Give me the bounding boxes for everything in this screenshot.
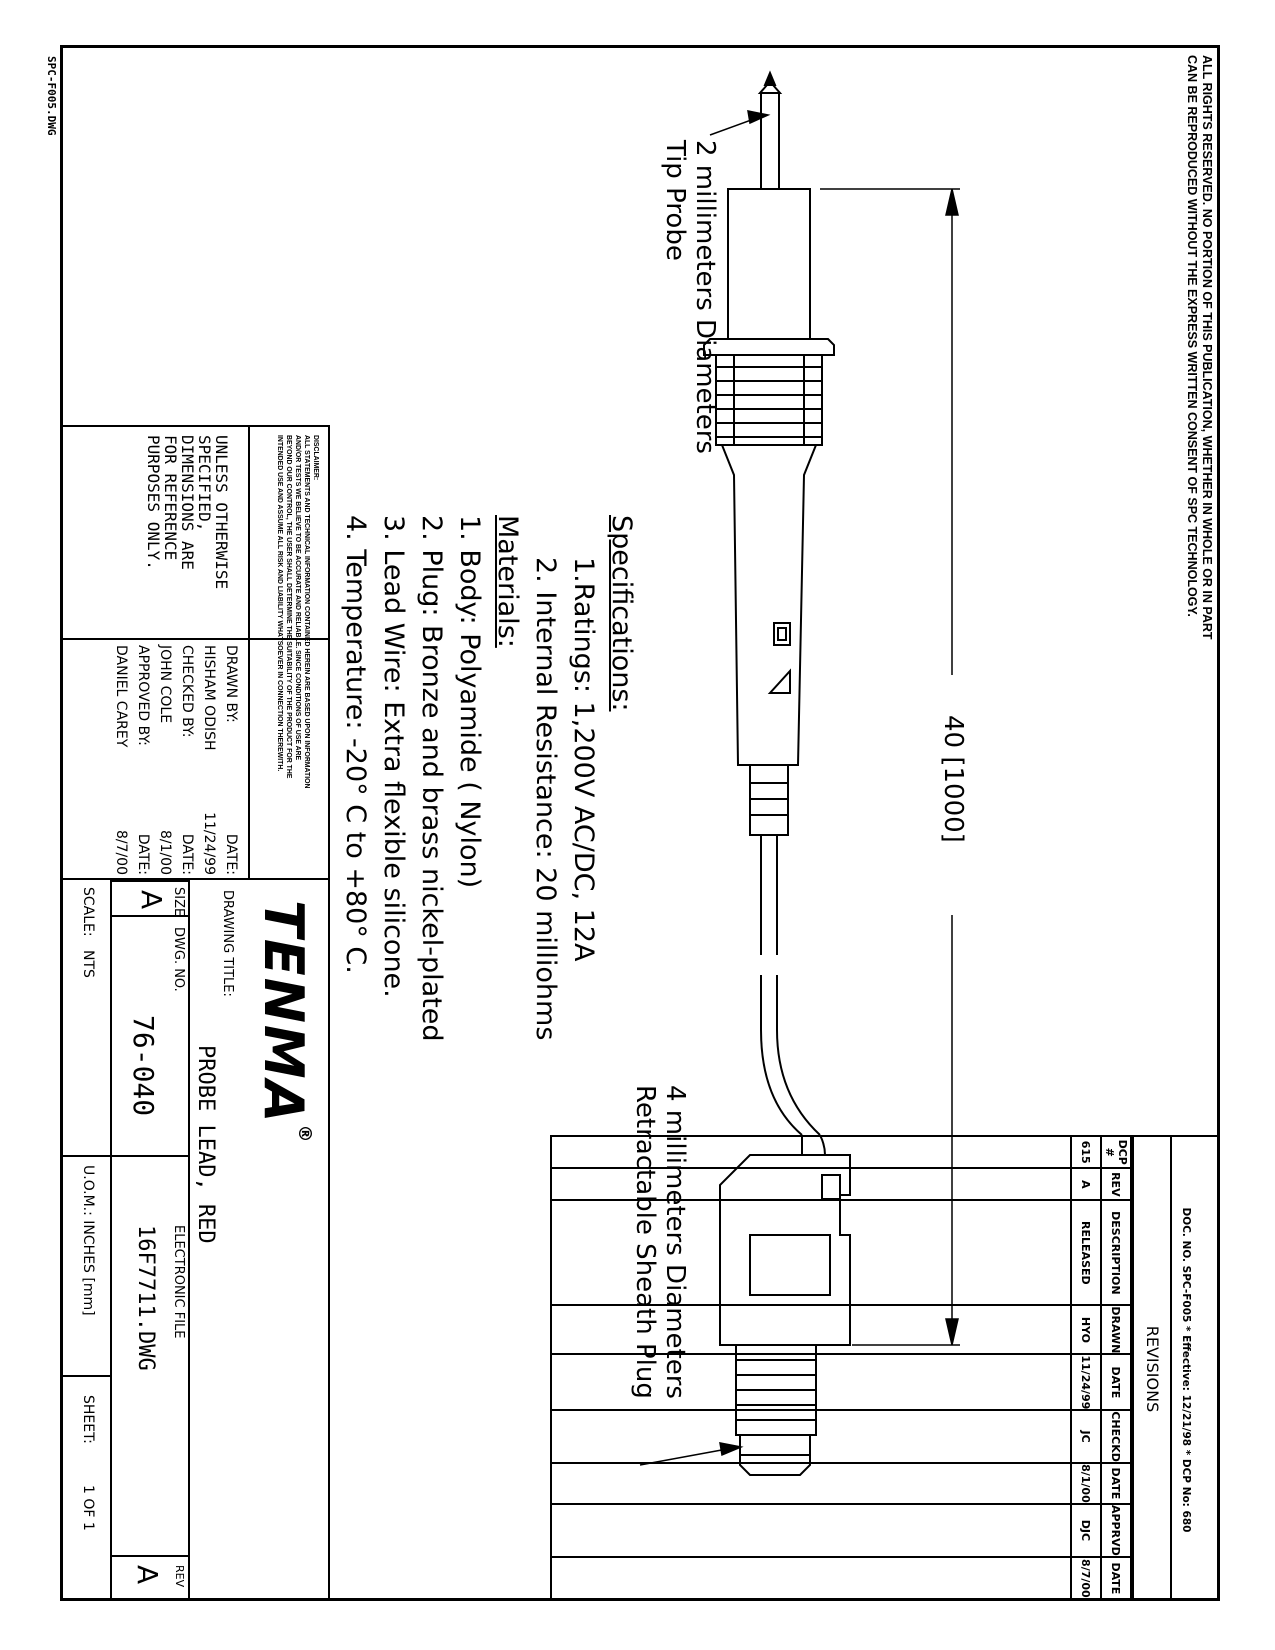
sheet-value: 1 OF 1 bbox=[80, 1485, 96, 1531]
dwg-no-value: 76-040 bbox=[127, 1015, 160, 1117]
double-insulation-icon bbox=[773, 622, 791, 646]
revisions-empty-row bbox=[551, 1136, 1071, 1600]
rev-header-apprvd: APPRVD bbox=[1101, 1503, 1131, 1557]
signoff-rows: DRAWN BY: DATE: HISHAM ODISH 11/24/99 CHEC… bbox=[110, 645, 242, 875]
tip-probe-label-line-2: Tip Probe bbox=[660, 140, 690, 261]
probe-tip-point bbox=[763, 70, 777, 86]
note-line: DIMENSIONS ARE bbox=[178, 435, 197, 570]
material-item: 2. Plug: Bronze and brass nickel-plated bbox=[416, 515, 447, 1042]
logo-text: TENMA bbox=[252, 900, 315, 1125]
disclaimer-line: INTENDED USE AND ASSUME ALL RISK AND LIA… bbox=[276, 435, 283, 772]
probe-handle-front bbox=[727, 188, 811, 340]
approved-by-value: DANIEL CAREY bbox=[113, 645, 129, 748]
rev-header-date: DATE bbox=[1101, 1556, 1131, 1600]
disclaimer-text: DISCLAIMER: ALL STATEMENTS AND TECHNICAL… bbox=[275, 435, 320, 788]
rev-value: A bbox=[131, 1565, 164, 1585]
rev-cell: 8/7/00 bbox=[1071, 1556, 1101, 1600]
scale-value: NTS bbox=[80, 950, 96, 978]
sheet-label: SHEET: bbox=[80, 1395, 96, 1444]
drawn-date-value: 11/24/99 bbox=[201, 812, 217, 875]
probe-tip-cone bbox=[757, 84, 783, 94]
note-line: FOR REFERENCE bbox=[161, 435, 180, 561]
material-item: 3. Lead Wire: Extra flexible silicone. bbox=[378, 515, 409, 998]
checked-date-value: 8/1/00 bbox=[157, 829, 173, 875]
rev-cell: A bbox=[1071, 1168, 1101, 1201]
rev-cell: DJC bbox=[1071, 1503, 1101, 1557]
checked-by-value: JOHN COLE bbox=[157, 645, 173, 724]
size-label: SIZE bbox=[171, 887, 186, 917]
note-line: PURPOSES ONLY. bbox=[144, 435, 163, 570]
spec-ratings: 1.Ratings: 1,200V AC/DC, 12A bbox=[568, 557, 599, 962]
rev-header-rev: REV bbox=[1101, 1168, 1131, 1201]
drawing-title-label: DRAWING TITLE: bbox=[220, 890, 235, 997]
rev-cell: RELEASED bbox=[1071, 1200, 1101, 1306]
general-notes: UNLESS OTHERWISE SPECIFIED, DIMENSIONS A… bbox=[144, 435, 231, 590]
rev-cell: 8/1/00 bbox=[1071, 1462, 1101, 1504]
drawn-by-label: DRAWN BY: bbox=[223, 645, 239, 723]
size-value: A bbox=[135, 890, 168, 910]
rev-header-description: DESCRIPTION bbox=[1101, 1200, 1131, 1306]
rev-cell: 11/24/99 bbox=[1071, 1354, 1101, 1411]
note-line: SPECIFIED, bbox=[195, 435, 214, 532]
checked-date-label: DATE: bbox=[179, 833, 195, 875]
material-item: 4. Temperature: -20° C to +80° C. bbox=[340, 515, 371, 974]
probe-grip-ribs bbox=[716, 355, 822, 445]
uom-value: U.O.M.: INCHES [mm] bbox=[80, 1165, 96, 1316]
revisions-block: DOC. NO. SPC-F005 * Effective: 12/21/98 … bbox=[550, 1135, 1220, 1601]
checked-by-label: CHECKED BY: bbox=[179, 645, 195, 738]
rev-cell: JC bbox=[1071, 1410, 1101, 1463]
logo-registered-mark: ® bbox=[294, 1124, 315, 1145]
spec-resistance: 2. Internal Resistance: 20 milliohms bbox=[530, 557, 561, 1041]
drawn-date-label: DATE: bbox=[223, 833, 239, 875]
scale-label: SCALE: bbox=[80, 887, 96, 937]
rev-cell: HYO bbox=[1071, 1305, 1101, 1355]
rev-header-date: DATE bbox=[1101, 1462, 1131, 1504]
disclaimer-title: DISCLAIMER: bbox=[312, 435, 319, 481]
disclaimer-line: ALL STATEMENTS AND TECHNICAL INFORMATION… bbox=[303, 435, 310, 789]
probe-lead-drawing bbox=[703, 70, 960, 1135]
tip-probe-label: 2 millimeters Diameters Tip Probe bbox=[660, 140, 720, 454]
length-dimension-label: 40 [1000] bbox=[938, 715, 968, 843]
approved-date-value: 8/7/00 bbox=[113, 829, 129, 875]
dimension-arrow-left bbox=[945, 188, 959, 216]
hazard-warning-icon bbox=[767, 668, 791, 694]
approved-by-label: APPROVED BY: bbox=[135, 645, 151, 746]
rev-header-dcp: DCP # bbox=[1101, 1136, 1131, 1169]
rev-cell: 615 bbox=[1071, 1136, 1101, 1169]
file-reference: SPC-F005.DWG bbox=[45, 56, 58, 136]
probe-body bbox=[720, 444, 818, 766]
rotated-drawing: ALL RIGHTS RESERVED. NO PORTION OF THIS … bbox=[56, 45, 1220, 1605]
electronic-file-value: 16F7711.DWG bbox=[133, 1225, 158, 1371]
probe-finger-guard bbox=[703, 338, 835, 356]
doc-header: DOC. NO. SPC-F005 * Effective: 12/21/98 … bbox=[1180, 1207, 1192, 1533]
disclaimer-line: AND/OR TESTS WE BELIEVE TO BE ACCURATE A… bbox=[294, 435, 301, 761]
revisions-row: 615 A RELEASED HYO 11/24/99 JC 8/1/00 DJ… bbox=[1071, 1136, 1101, 1600]
tenma-logo: TENMA® bbox=[252, 900, 315, 1144]
note-line: UNLESS OTHERWISE bbox=[212, 435, 231, 590]
disclaimer-line: BEYOND OUR CONTROL, THE USER SHALL DETER… bbox=[285, 435, 292, 779]
rev-header-drawn: DRAWN bbox=[1101, 1305, 1131, 1355]
revisions-title: REVISIONS bbox=[1132, 1135, 1170, 1601]
probe-tip-shaft bbox=[760, 92, 780, 190]
electronic-file-label: ELECTRONIC FILE bbox=[171, 1225, 186, 1339]
drawing-title: PROBE LEAD, RED bbox=[193, 1045, 218, 1244]
approved-date-label: DATE: bbox=[135, 833, 151, 875]
specifications-block: Specifications: 1.Ratings: 1,200V AC/DC,… bbox=[336, 515, 640, 1041]
drawn-by-value: HISHAM ODISH bbox=[201, 645, 217, 751]
rev-header-checkd: CHECKD bbox=[1101, 1410, 1131, 1463]
probe-grip bbox=[715, 354, 823, 446]
material-item: 1. Body: Polyamide ( Nylon) bbox=[454, 515, 485, 889]
tip-probe-label-line-1: 2 millimeters Diameters bbox=[690, 140, 720, 454]
revisions-table: DCP # REV DESCRIPTION DRAWN DATE CHECKD … bbox=[550, 1135, 1132, 1601]
rev-label: REV bbox=[173, 1565, 186, 1588]
revisions-header-row: DCP # REV DESCRIPTION DRAWN DATE CHECKD … bbox=[1101, 1136, 1131, 1600]
dwg-no-label: DWG. NO. bbox=[171, 927, 186, 992]
specifications-title: Specifications: bbox=[606, 515, 637, 712]
materials-title: Materials: bbox=[492, 515, 523, 648]
rev-header-date: DATE bbox=[1101, 1354, 1131, 1411]
